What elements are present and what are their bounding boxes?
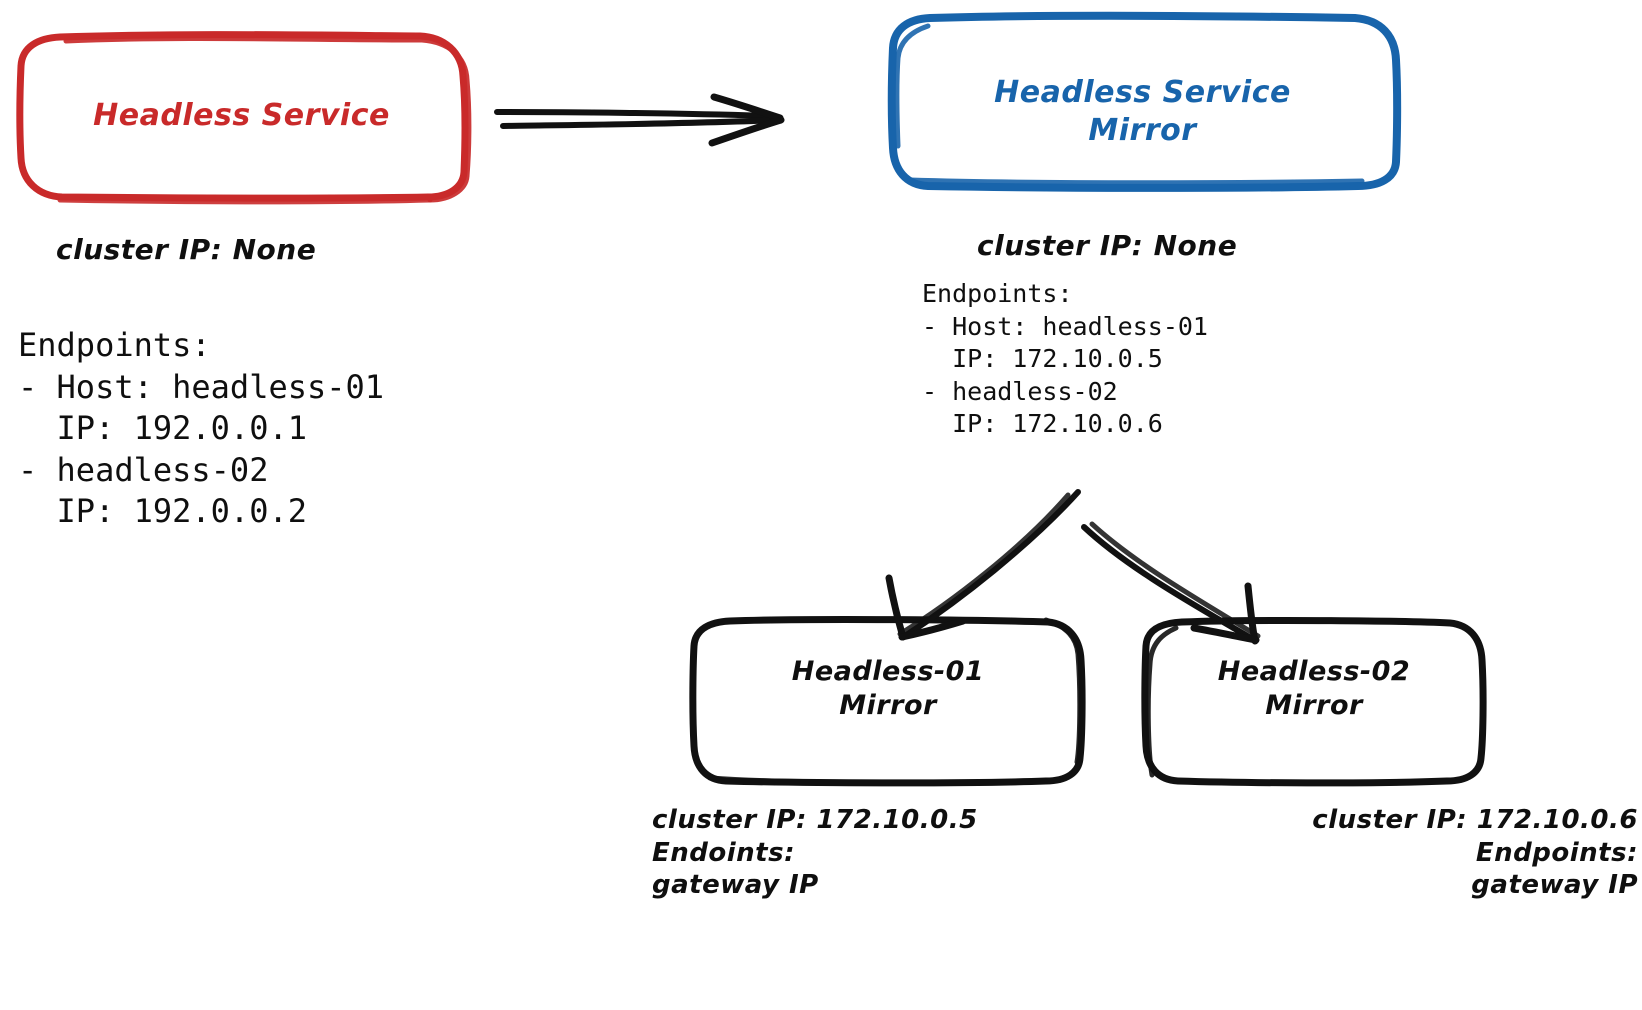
source-service-cluster-ip: cluster IP: None [56, 233, 317, 266]
source-service-label: Headless Service [93, 98, 390, 133]
mirror-service-label: Headless Service Mirror [994, 75, 1291, 148]
arrow-mirror-to-mirror02 [1081, 521, 1261, 645]
mirror-02-label: Headless-02 Mirror [1217, 656, 1411, 721]
mirror-service-cluster-ip: cluster IP: None [977, 229, 1238, 262]
source-service-endpoints: Endpoints: - Host: headless-01 IP: 192.0… [18, 326, 385, 531]
arrow-mirror-to-mirror01 [885, 489, 1081, 641]
mirror-02-caption: cluster IP: 172.10.0.6 Endpoints: gatewa… [1312, 805, 1638, 900]
mirror-service-endpoints: Endpoints: - Host: headless-01 IP: 172.1… [922, 279, 1208, 438]
mirror-01-caption: cluster IP: 172.10.0.5 Endoints: gateway… [652, 805, 978, 900]
arrow-source-to-mirror [494, 93, 785, 147]
mirror-01-label: Headless-01 Mirror [791, 656, 985, 721]
